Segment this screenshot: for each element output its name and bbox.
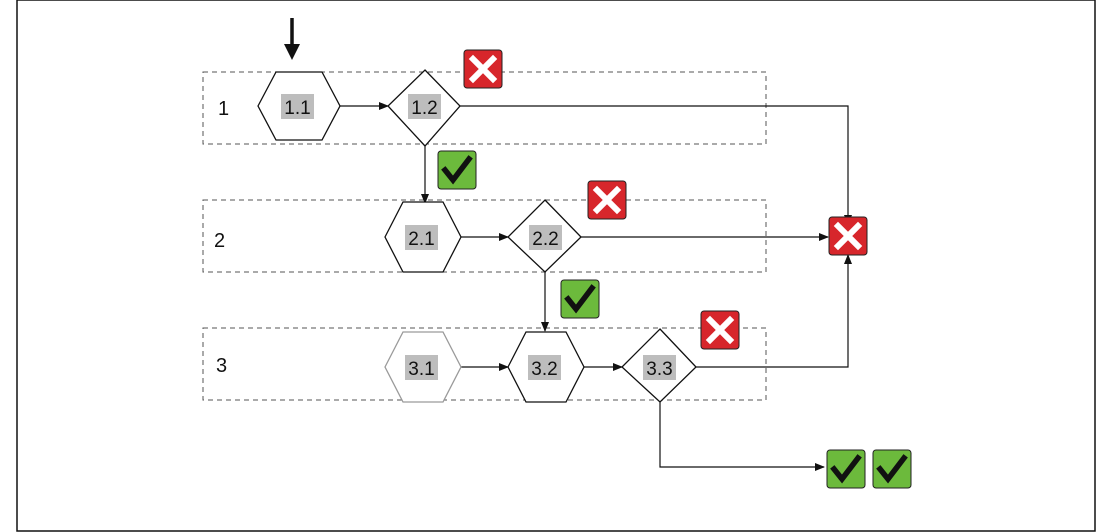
node-label: 3.3 — [646, 359, 672, 380]
connectors — [339, 102, 852, 471]
node-3-2: 3.2 — [507, 331, 585, 403]
node-2-2: 2.2 — [507, 199, 582, 273]
fail-icon — [464, 50, 502, 88]
row-lane-2 — [202, 199, 767, 273]
entry-arrow-icon — [284, 18, 300, 60]
pass-icon — [438, 151, 476, 189]
node-label: 1.2 — [411, 98, 437, 119]
row-label-2: 2 — [214, 230, 225, 252]
fail-icon — [829, 217, 867, 255]
node-3-1: 3.1 — [384, 331, 462, 403]
pass-icon — [873, 450, 911, 488]
outer-frame — [16, 0, 1096, 532]
connector-3-3-pass — [659, 402, 825, 471]
row-label-3: 3 — [216, 355, 227, 377]
fail-icon — [588, 181, 626, 219]
connector-1-2-fail — [459, 105, 852, 225]
pass-icon — [561, 280, 599, 318]
node-label: 2.1 — [408, 229, 434, 250]
node-1-2: 1.2 — [387, 69, 461, 147]
node-3-3: 3.3 — [621, 328, 697, 403]
row-lane-3 — [202, 327, 767, 401]
connector-3-3-fail — [695, 254, 852, 368]
node-2-1: 2.1 — [384, 201, 462, 273]
fail-icon — [701, 311, 739, 349]
pass-icon — [827, 450, 865, 488]
node-1-1: 1.1 — [257, 71, 341, 141]
row-label-1: 1 — [218, 98, 229, 120]
node-label: 3.1 — [408, 359, 434, 380]
node-label: 3.2 — [531, 359, 557, 380]
node-label: 2.2 — [532, 229, 558, 250]
node-label: 1.1 — [284, 98, 310, 119]
